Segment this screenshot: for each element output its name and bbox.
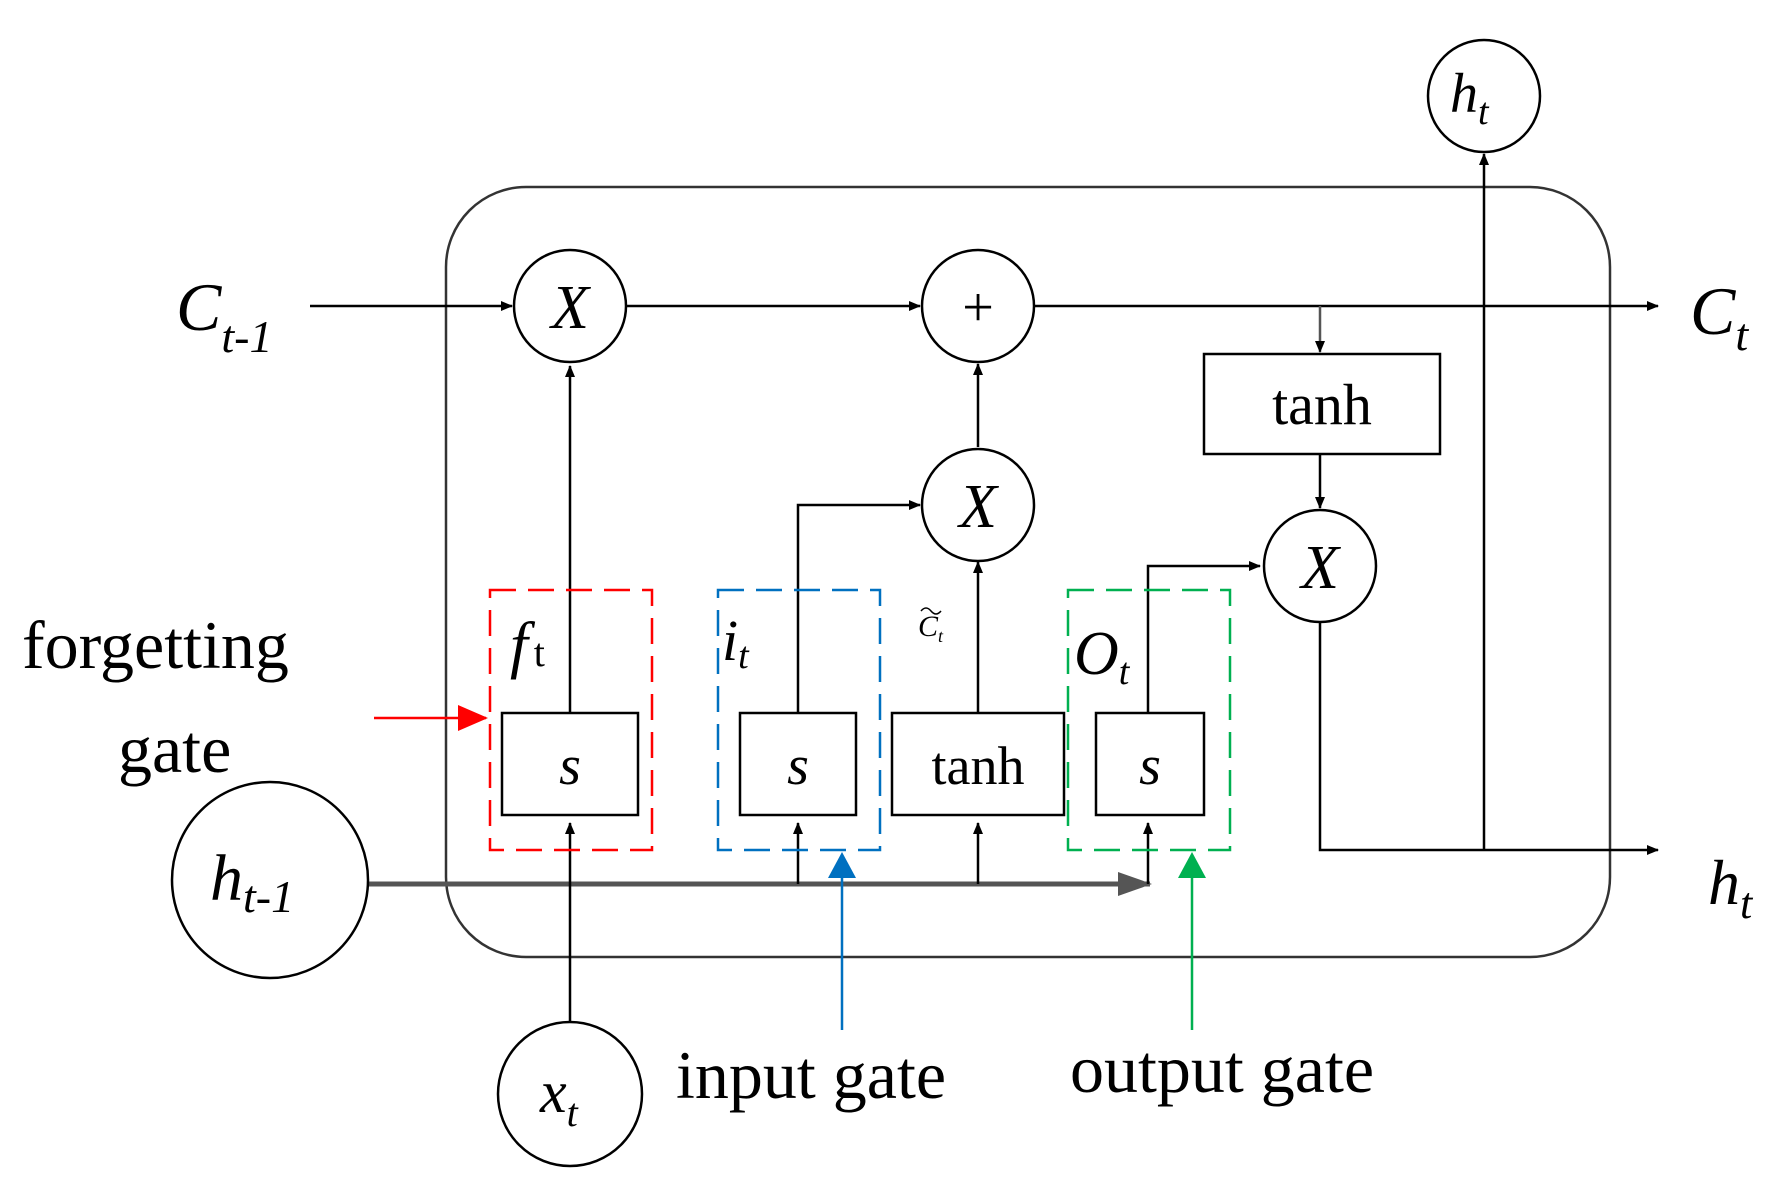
svg-text:xt: xt (539, 1059, 579, 1135)
forget-gate-box (488, 588, 654, 852)
svg-text:tanh: tanh (1272, 372, 1372, 437)
input-sigma-block: s (738, 711, 858, 817)
svg-text:s: s (559, 735, 581, 797)
h-out-label: ht (1708, 847, 1754, 928)
mult-forget-op: X (512, 248, 628, 364)
svg-text:s: s (787, 735, 809, 797)
output-symbol: Ot (1074, 620, 1131, 693)
candidate-tanh-block: tanh (890, 711, 1066, 817)
input-gate-box (716, 588, 882, 852)
input-gate-label: input gate (676, 1037, 946, 1113)
output-gate-label: output gate (1070, 1031, 1374, 1107)
svg-text:X: X (548, 274, 591, 342)
svg-text:Ct: Ct (918, 610, 944, 646)
h-prev-node: ht-1 (170, 780, 370, 980)
output-callout-arrowhead (1178, 852, 1206, 878)
mult-to-h-line (1318, 622, 1659, 855)
input-symbol: it (722, 608, 750, 677)
svg-text:X: X (1298, 534, 1341, 602)
c-out-label: Ct (1690, 273, 1749, 360)
svg-text:X: X (956, 473, 999, 541)
mult-output-op: X (1262, 508, 1378, 624)
svg-text:ht-1: ht-1 (210, 842, 294, 922)
mult-input-op: X (920, 447, 1036, 563)
forget-gate-label-line1: forgetting (22, 607, 289, 683)
output-sigma-block: s (1094, 711, 1206, 817)
c-prev-label: Ct-1 (176, 269, 272, 362)
candidate-symbol: Ct (918, 607, 944, 646)
cell-frame (444, 185, 1612, 959)
output-gate-box (1066, 588, 1232, 852)
svg-text:s: s (1139, 735, 1161, 797)
forget-gate-label-line2: gate (118, 711, 231, 787)
add-op: + (920, 248, 1036, 364)
h-top-node: ht (1426, 38, 1542, 154)
svg-text:+: + (962, 277, 994, 339)
svg-text:tanh: tanh (932, 736, 1025, 796)
svg-text:ht: ht (1450, 63, 1490, 133)
cell-tanh-block: tanh (1202, 352, 1442, 456)
output-to-mult-line (1146, 561, 1261, 713)
forget-sigma-block: s (500, 711, 640, 817)
input-to-mult-line (796, 500, 921, 713)
x-input-node: xt (496, 1020, 644, 1168)
input-callout-arrowhead (828, 852, 856, 878)
